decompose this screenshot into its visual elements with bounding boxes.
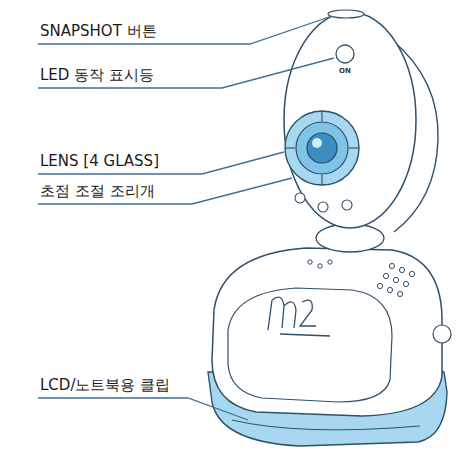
led-indicator	[336, 45, 354, 63]
lens-barrel	[296, 122, 348, 174]
part-label: SNAPSHOT 버튼	[40, 22, 157, 40]
snapshot-button	[328, 10, 364, 18]
focus-ring	[285, 111, 359, 185]
part-label: 초점 조절 조리개	[40, 182, 155, 200]
logo-mark	[268, 297, 330, 336]
part-label: LED 동작 표시등	[40, 66, 154, 84]
power-mark: ON	[339, 67, 351, 75]
part-label: LENS [4 GLASS]	[40, 152, 159, 170]
hinge	[433, 325, 451, 343]
leader-lines	[38, 16, 334, 420]
base-panel	[228, 288, 392, 402]
camera-head	[284, 12, 416, 228]
ring-notches	[285, 111, 359, 185]
speaker-dots	[308, 260, 415, 297]
lens-glass	[307, 133, 337, 163]
mic-holes	[295, 193, 352, 212]
clip-edge	[232, 420, 420, 430]
base-body	[212, 248, 442, 416]
part-label: LCD/노트북용 클립	[40, 376, 170, 394]
lens-highlight	[312, 138, 322, 148]
